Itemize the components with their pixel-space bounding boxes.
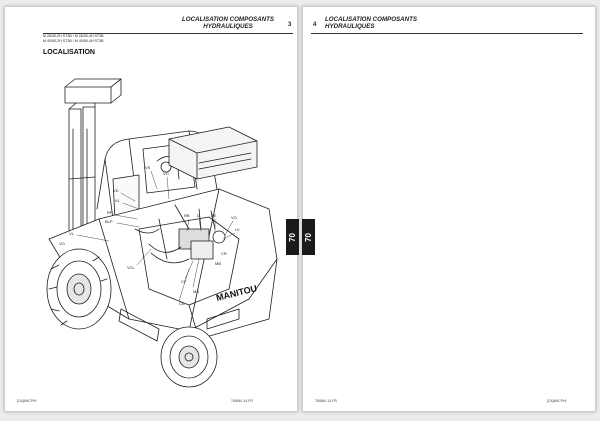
right-section-tab-label: 70 [304,232,313,242]
right-page: 4 LOCALISATION COMPOSANTS HYDRAULIQUES 7… [302,6,596,412]
right-header-title: LOCALISATION COMPOSANTS HYDRAULIQUES [325,16,455,30]
models-line-2: M 40/50-2H ST3B / M 40/50-4H ST3B [43,38,104,43]
right-footer-right: [CA]M4CPHI [547,399,567,403]
models-line-1: M 26/30-2H ST3B / M 26/30-4H ST3B [43,34,104,38]
left-header-title-line2: HYDRAULIQUES [203,23,253,30]
callout-leaders [76,170,236,302]
left-page-number: 3 [288,22,292,28]
callout-blp: BLP [105,219,113,224]
right-section-tab[interactable]: 70 [302,219,315,255]
callout-vl-1: VL [115,198,121,203]
callout-vcl: VCL [127,265,136,270]
cab [96,130,218,222]
left-section-tab[interactable]: 70 [286,219,299,255]
callout-vo-2: VO [59,241,65,246]
right-header-rule [311,33,583,34]
callout-be: BE [211,213,217,218]
engine-cover [168,126,258,180]
wheel-rear [160,326,218,388]
callout-lv: LV [235,227,240,232]
mast [64,78,122,260]
left-header-title: LOCALISATION COMPOSANTS HYDRAULIQUES [173,16,283,30]
left-page: LOCALISATION COMPOSANTS HYDRAULIQUES 3 M… [4,6,298,412]
left-footer-right: 784840-14-FR [231,399,253,403]
left-header-rule [43,33,293,34]
left-section-tab-label: 70 [288,232,297,242]
wheel-left [46,248,112,330]
right-header-title-line2: HYDRAULIQUES [325,23,375,30]
forklift-hydraulic-diagram: VS VO VD VL RF BLP VL VO VCL RB D BE VO … [46,78,278,388]
callout-rf: RF [107,210,113,215]
callout-ma: MA [193,289,199,294]
callout-ca: CA [179,301,185,306]
left-header-title-line1: LOCALISATION COMPOSANTS [181,16,274,23]
callout-vd: VD [113,188,119,193]
callout-vo-3: VO [231,215,237,220]
right-page-number: 4 [313,22,317,28]
section-title: LOCALISATION [43,49,95,56]
callout-cf: CF [181,279,187,284]
hydraulic-block [134,204,226,264]
callout-mb: MB [215,261,221,266]
callout-d: D [197,213,200,218]
left-footer-left: [CA]M4CPHI [17,399,37,403]
callout-cr: CR [221,251,227,256]
callout-vo-1: VO [163,171,169,176]
callout-vs: VS [145,165,151,170]
callout-vl-2: VL [69,231,75,236]
right-footer-left: 784840-14-FR [315,399,337,403]
right-header-title-line1: LOCALISATION COMPOSANTS [325,16,418,23]
callout-rb: RB [184,213,190,218]
models-list: M 26/30-2H ST3B / M 26/30-4H ST3B M 40/5… [43,34,104,43]
